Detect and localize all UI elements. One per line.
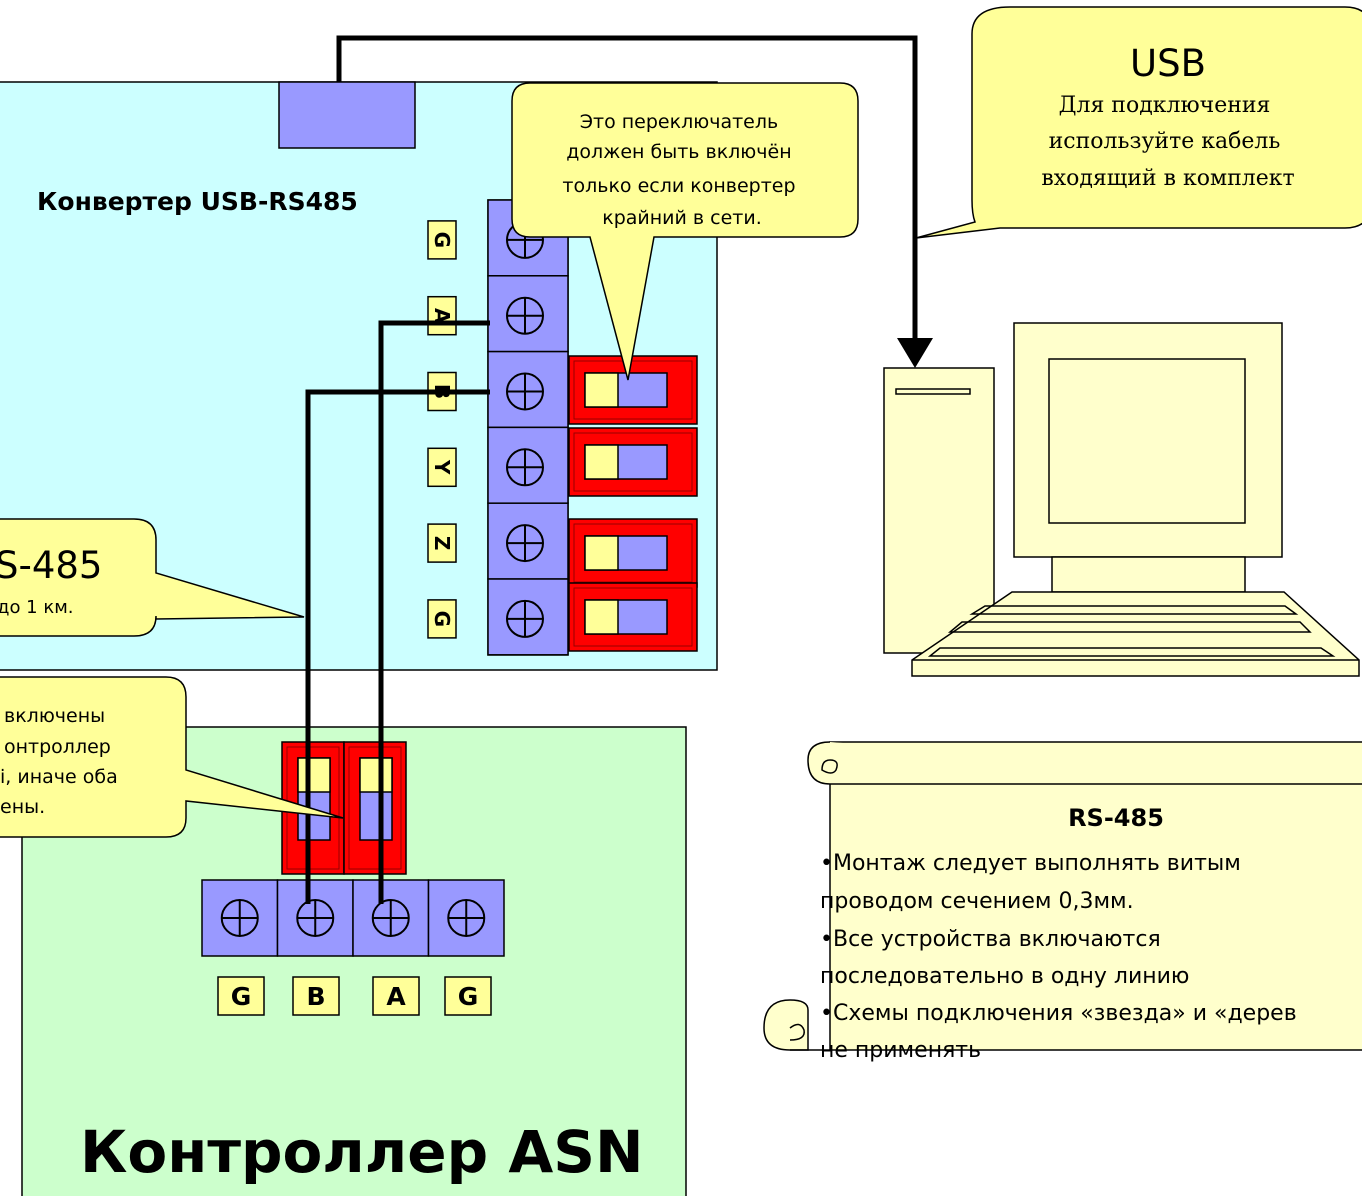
svg-text:Для подключения использу: Для подключения используйте кабель входя… [1041,93,1294,191]
controller-title: Контроллер ASN [80,1118,644,1186]
dip-switch [568,355,698,425]
controller-switches [281,741,407,875]
converter-terminal-block [487,199,569,656]
usb-callout: USB Для подключения используйте кабель в… [915,6,1362,239]
screw-icon [447,899,486,937]
converter-title: Конвертер USB-RS485 [37,187,358,216]
rs485-callout-title: S-485 [0,544,102,587]
screw-icon [506,448,544,487]
screw-icon [506,524,544,563]
controller-note-line: ены. [0,796,45,818]
scroll-line: последовательно в одну линию [820,964,1189,989]
switch-note-line: крайний в сети. [602,207,762,229]
switch-note-line: должен быть включён [566,141,791,163]
dip-switch [281,741,345,875]
converter-pin-label: A [427,295,457,336]
svg-text:Y: Y [430,459,454,475]
screw-icon [296,899,335,937]
terminal-cell [487,578,569,656]
controller-pin-label: A [372,976,420,1016]
usb-note-line: Для подключения [1059,93,1271,118]
svg-text:G: G [430,611,454,627]
controller-pin-label: G [217,976,265,1016]
rs485-notes-scroll: RS-485 •Монтаж следует выполнять витым п… [763,741,1362,1063]
screw-icon [506,599,544,638]
controller-callout: включены онтроллер і, иначе оба ены. [0,676,344,838]
scroll-line: не применять [820,1038,981,1063]
svg-text:A: A [430,308,454,324]
usb-cable-arrow [897,338,933,368]
terminal-cell [487,426,569,504]
dip-switch [568,582,698,652]
rs485-callout-note: до 1 км. [0,597,74,618]
controller-pin-label: B [292,976,340,1016]
svg-text:G: G [430,232,454,248]
svg-text:включены онтроллер: включены онтроллер і, иначе оба ены. [0,705,124,818]
terminal-cell [487,502,569,580]
rs485-callout: S-485 до 1 км. [0,518,305,637]
converter-pin-label: G [427,220,457,260]
controller-terminal-block [201,879,505,957]
scroll-line: •Все устройства включаются [820,927,1161,952]
terminal-cell [487,350,569,429]
svg-text:Это переключатель должен: Это переключатель должен быть включён то… [562,111,801,229]
controller-pin-label: G [444,976,492,1016]
converter-switches [568,355,698,652]
screw-icon [506,372,544,411]
wire-b [305,389,490,904]
dip-switch [568,518,698,588]
usb-cable [336,35,918,340]
svg-text:G: G [231,982,252,1011]
usb-note-line: используйте кабель [1049,129,1281,154]
scroll-line: •Схемы подключения «звезда» и «дерев [820,1001,1297,1026]
screw-icon [220,899,259,937]
screw-icon [371,899,410,937]
pc-tower [883,367,995,654]
pc-monitor-stand [1051,556,1246,593]
scroll-line: •Монтаж следует выполнять витым [820,851,1241,876]
usb-note-line: входящий в комплект [1041,166,1294,191]
controller-note-line: і, иначе оба [0,766,118,788]
wire-a [378,320,490,904]
switch-callout: Это переключатель должен быть включён то… [511,82,859,381]
scroll-line: проводом сечением 0,3мм. [820,889,1134,914]
terminal-cell [487,275,569,353]
converter-pin-label: Y [427,447,457,488]
controller-note-line: включены [4,705,105,727]
svg-text:B: B [306,982,325,1011]
dip-switch [568,427,698,497]
rs485-wires [305,320,490,904]
switch-note-line: только если конвертер [562,175,795,197]
usb-port [278,81,416,149]
switch-note-line: Это переключатель [580,111,778,133]
converter-pin-label: Z [427,523,457,563]
controller-note-line: онтроллер [4,736,111,758]
screw-icon [506,296,544,335]
svg-text:•Монтаж следует выполнять виты: •Монтаж следует выполнять витым проводом… [820,851,1304,1063]
converter-pin-label: G [427,599,457,639]
usb-callout-title: USB [1130,42,1206,85]
scroll-title: RS-485 [1068,804,1164,832]
svg-text:G: G [458,982,479,1011]
dip-switch [343,741,407,875]
svg-text:A: A [386,982,406,1011]
computer-icon [883,322,1360,677]
svg-text:Z: Z [430,536,454,551]
